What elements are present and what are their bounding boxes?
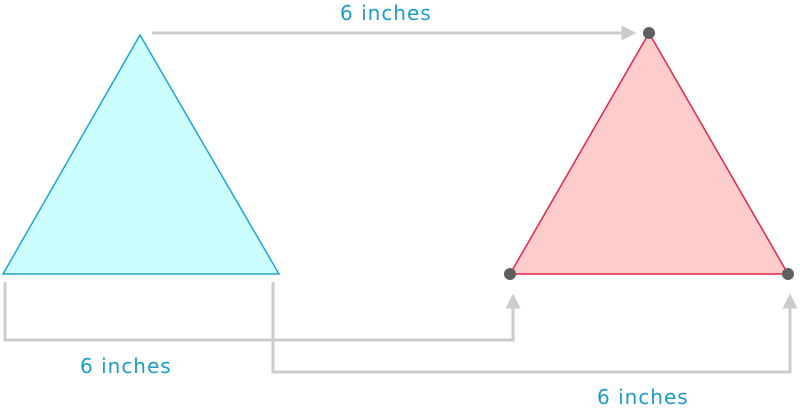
original-triangle: [1, 33, 281, 275]
distance-label-bottom-right: 6 inches: [597, 385, 689, 409]
vertex-dot-top: [643, 27, 655, 39]
vertex-dot-left: [504, 268, 516, 280]
vertex-dot-right: [782, 268, 794, 280]
right-vertex-translation-arrow: [271, 282, 798, 374]
left-vertex-translation-arrow: [3, 282, 521, 342]
distance-label-bottom-left: 6 inches: [80, 354, 172, 378]
distance-label-top: 6 inches: [340, 1, 432, 25]
translated-triangle: [508, 31, 790, 275]
